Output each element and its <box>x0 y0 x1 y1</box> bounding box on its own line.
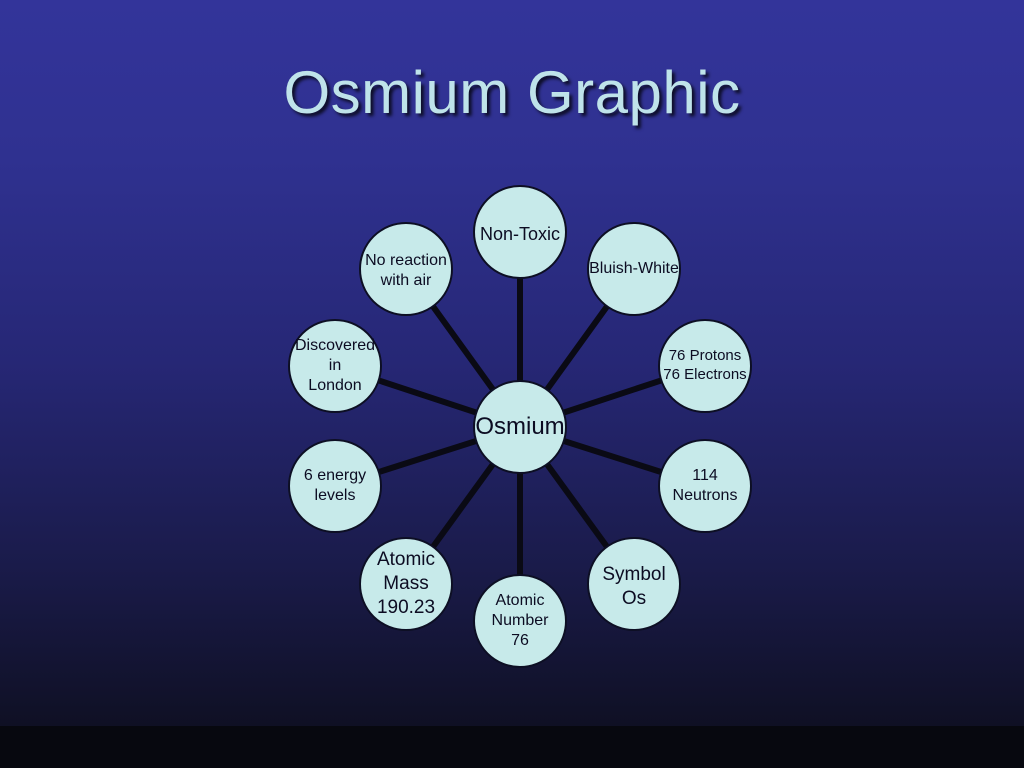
node-label: Atomic Number 76 <box>491 592 549 649</box>
node-label: 6 energy levels <box>303 467 367 504</box>
node-label: 76 Protons 76 Electrons <box>663 347 747 383</box>
node-energy-levels: 6 energy levels <box>288 439 382 533</box>
node-label: Non-Toxic <box>479 224 561 244</box>
node-non-toxic: Non-Toxic <box>473 185 567 279</box>
node-discovered: Discovered in London <box>288 319 382 413</box>
node-symbol: Symbol Os <box>587 537 681 631</box>
node-label: Atomic Mass 190.23 <box>376 549 436 618</box>
node-bluish-white: Bluish-White <box>587 222 681 316</box>
node-label: No reaction with air <box>365 252 447 289</box>
slide: Osmium Graphic Non-Toxic Bluish-White 76… <box>0 0 1024 726</box>
node-protons-electrons: 76 Protons 76 Electrons <box>658 319 752 413</box>
bottom-bar <box>0 726 1024 768</box>
node-atomic-number: Atomic Number 76 <box>473 574 567 668</box>
node-atomic-mass: Atomic Mass 190.23 <box>359 537 453 631</box>
node-center-osmium: Osmium <box>473 380 567 474</box>
node-label: Bluish-White <box>589 260 679 277</box>
node-label: Symbol Os <box>602 564 666 609</box>
center-label: Osmium <box>475 413 565 440</box>
node-label: Discovered in London <box>294 337 376 394</box>
slide-title: Osmium Graphic <box>283 59 741 126</box>
node-label: 114 Neutrons <box>672 467 738 504</box>
node-neutrons: 114 Neutrons <box>658 439 752 533</box>
node-no-reaction: No reaction with air <box>359 222 453 316</box>
